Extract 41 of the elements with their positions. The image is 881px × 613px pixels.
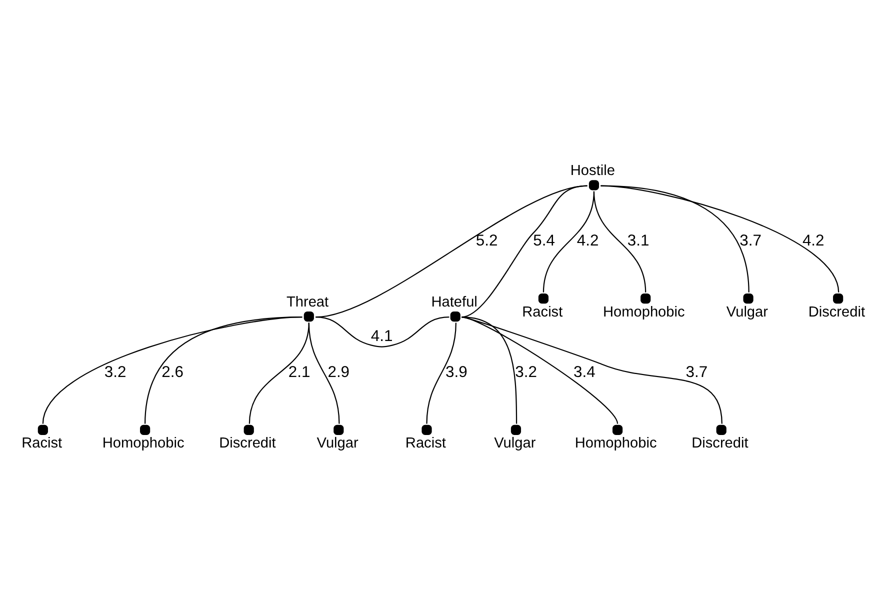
edge-label: 4.1: [370, 327, 393, 344]
node-label: Vulgar: [316, 435, 358, 452]
node-label: Homophobic: [574, 435, 657, 452]
edge-label: 3.7: [686, 363, 708, 380]
connector: [600, 184, 840, 292]
connector: [426, 322, 456, 424]
edge-label: 3.9: [446, 363, 468, 380]
edge-label: 3.2: [104, 363, 126, 380]
edge-label: 5.4: [533, 232, 555, 249]
edge-label: 2.9: [328, 363, 350, 380]
connector: [248, 322, 310, 424]
connector: [308, 322, 340, 424]
connector: [461, 316, 722, 424]
connector: [462, 316, 518, 424]
edge-label: 4.2: [802, 232, 824, 249]
node-label: Homophobic: [602, 304, 685, 320]
node-label: Vulgar: [726, 304, 768, 320]
edge-label: 2.6: [162, 363, 184, 380]
connector: [593, 190, 646, 292]
connector: [42, 316, 302, 424]
edge-label: 5.2: [476, 232, 498, 249]
edge-label: 3.2: [515, 363, 537, 380]
edge-label: 3.7: [740, 232, 762, 249]
edge-label: 3.4: [574, 363, 596, 380]
node-label: Discredit: [692, 435, 748, 452]
node-label: Homophobic: [102, 435, 184, 452]
connector: [461, 316, 618, 424]
node-label: Discredit: [808, 304, 866, 320]
edge-label: 4.2: [576, 232, 599, 249]
node-label: Vulgar: [494, 435, 536, 452]
node-label: Hateful: [431, 294, 478, 310]
node-label: Racist: [405, 435, 446, 452]
edge-label: 3.1: [627, 232, 650, 249]
node-label: Threat: [286, 294, 329, 310]
node-label: Discredit: [219, 435, 276, 452]
node-label: Hostile: [570, 162, 615, 179]
edge-label: 2.1: [288, 363, 310, 380]
node-label: Racist: [22, 435, 62, 452]
connector: [316, 316, 450, 347]
connector: [144, 316, 302, 424]
node-label: Racist: [522, 304, 563, 320]
